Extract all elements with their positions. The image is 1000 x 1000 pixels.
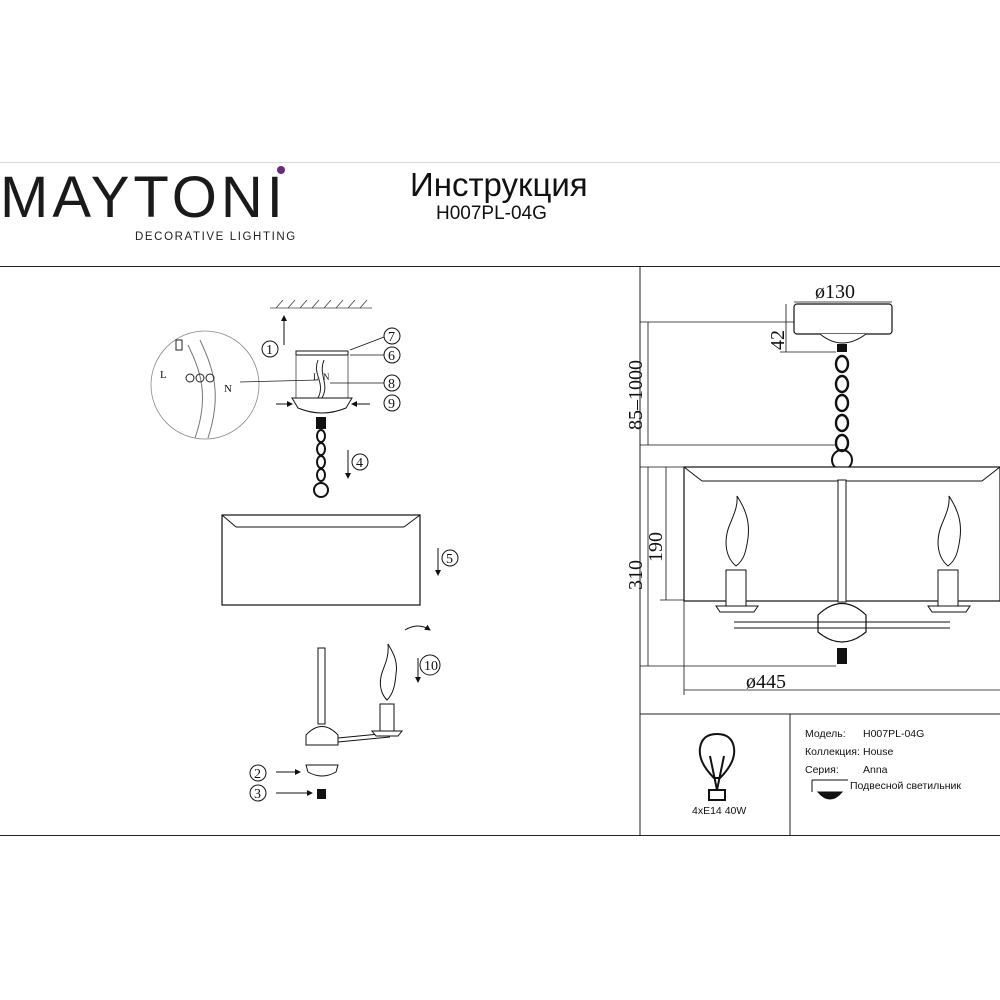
wire-label-l-small: L <box>313 372 319 382</box>
dim-shade-height: 190 <box>645 532 667 562</box>
callout-4: 4 <box>356 456 363 471</box>
wire-label-n-small: N <box>323 372 330 382</box>
spec-collection-label: Коллекция: <box>805 746 860 758</box>
elevation-drawing: ø130 42 85–1000 190 310 ø445 <box>625 281 1000 695</box>
dim-canopy-height: 42 <box>767 330 789 350</box>
spec-series-label: Серия: <box>805 764 839 776</box>
ceiling-hatch <box>270 299 372 309</box>
dim-total-height: 310 <box>625 560 647 590</box>
frame-lines <box>639 266 1000 836</box>
assembly-diagram <box>150 299 441 799</box>
callout-rings <box>249 327 459 802</box>
dim-shade-diameter: ø445 <box>746 671 786 693</box>
dim-chain-length: 85–1000 <box>625 360 647 430</box>
chain-assembly <box>313 417 329 498</box>
dim-canopy-diameter: ø130 <box>815 281 855 303</box>
shade <box>221 514 421 606</box>
callout-7: 7 <box>388 330 395 345</box>
spec-model-value: H007PL-04G <box>863 728 925 740</box>
callout-10: 10 <box>424 659 438 674</box>
callout-leaders <box>330 336 385 384</box>
callout-3: 3 <box>254 787 261 802</box>
callout-6: 6 <box>388 349 395 364</box>
brand-logo: MAYTONI <box>0 165 287 230</box>
wire-label-n: N <box>224 383 232 395</box>
spec-series-value: Anna <box>863 764 888 776</box>
callout-1: 1 <box>266 343 273 358</box>
callout-8: 8 <box>388 377 395 392</box>
document-code: H007PL-04G <box>436 203 547 224</box>
lamp-arm <box>305 643 404 746</box>
spec-model-label: Модель: <box>805 728 846 740</box>
drawing-frame <box>0 266 1000 836</box>
document-title: Инструкция <box>410 166 588 203</box>
callout-5: 5 <box>446 552 453 567</box>
top-divider <box>0 162 1000 163</box>
brand-logo-dot <box>277 166 285 174</box>
callout-2: 2 <box>254 767 261 782</box>
pendant-type-icon <box>811 779 848 800</box>
callout-9: 9 <box>388 397 395 412</box>
bulb-icon <box>698 732 736 801</box>
bulb-spec: 4xE14 40W <box>692 805 747 817</box>
spec-collection-value: House <box>863 746 894 758</box>
callout-numbers: 1 2 3 4 5 6 7 8 9 10 L N L N <box>160 330 453 802</box>
spec-type-value: Подвесной светильник <box>850 780 961 792</box>
wire-label-l: L <box>160 369 167 381</box>
brand-tagline: DECORATIVE LIGHTING <box>135 231 297 243</box>
